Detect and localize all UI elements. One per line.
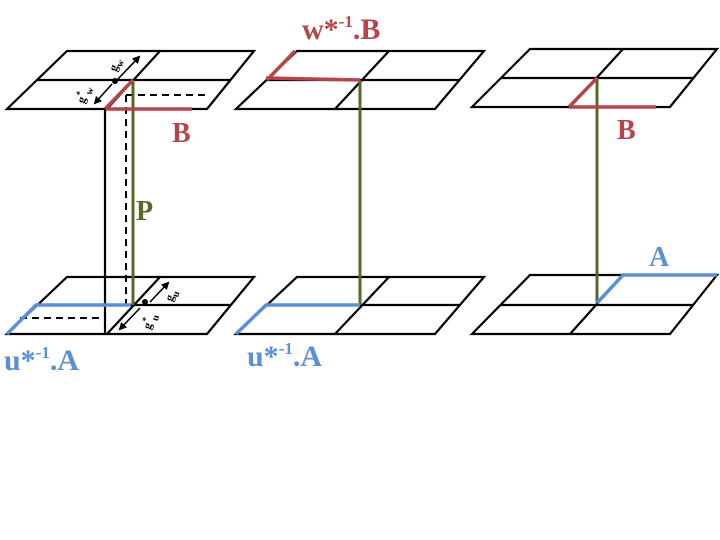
left-top-dot — [112, 78, 118, 84]
label-p: P — [136, 196, 153, 227]
left-blue-path-a — [5, 303, 131, 336]
label-b-right: B — [617, 115, 636, 146]
label-g-w: gw — [106, 55, 128, 74]
label-a-right: A — [649, 242, 670, 273]
label-u-inv-a-mid: u*-1.A — [247, 339, 322, 373]
left-bottom-dot — [142, 299, 148, 305]
left-panel: gw g*w gu g*u B P u*-1.A — [4, 49, 257, 377]
left-top-arrows — [93, 55, 141, 105]
right-blue-path-a — [595, 273, 717, 305]
label-w-inv-b: w*-1.B — [302, 12, 380, 46]
label-b-left: B — [172, 118, 191, 149]
right-top-grid — [469, 47, 720, 109]
left-dashed-lines — [20, 94, 208, 319]
left-red-path-b-diag — [103, 78, 135, 111]
label-g-w-star: g*w — [72, 82, 97, 106]
left-top-grid — [4, 49, 257, 111]
left-bottom-arrows — [118, 281, 170, 331]
middle-panel: w*-1.B u*-1.A — [233, 12, 487, 373]
label-g-u-star: g*u — [138, 310, 162, 332]
middle-blue-path — [234, 303, 360, 336]
label-g-u: gu — [162, 287, 183, 304]
middle-red-path — [265, 49, 297, 82]
right-red-path-b — [567, 76, 599, 109]
right-panel: B A — [469, 47, 720, 336]
right-bottom-grid — [469, 273, 720, 336]
label-u-inv-a-left: u*-1.A — [4, 343, 79, 377]
middle-red-path-h — [265, 76, 361, 82]
